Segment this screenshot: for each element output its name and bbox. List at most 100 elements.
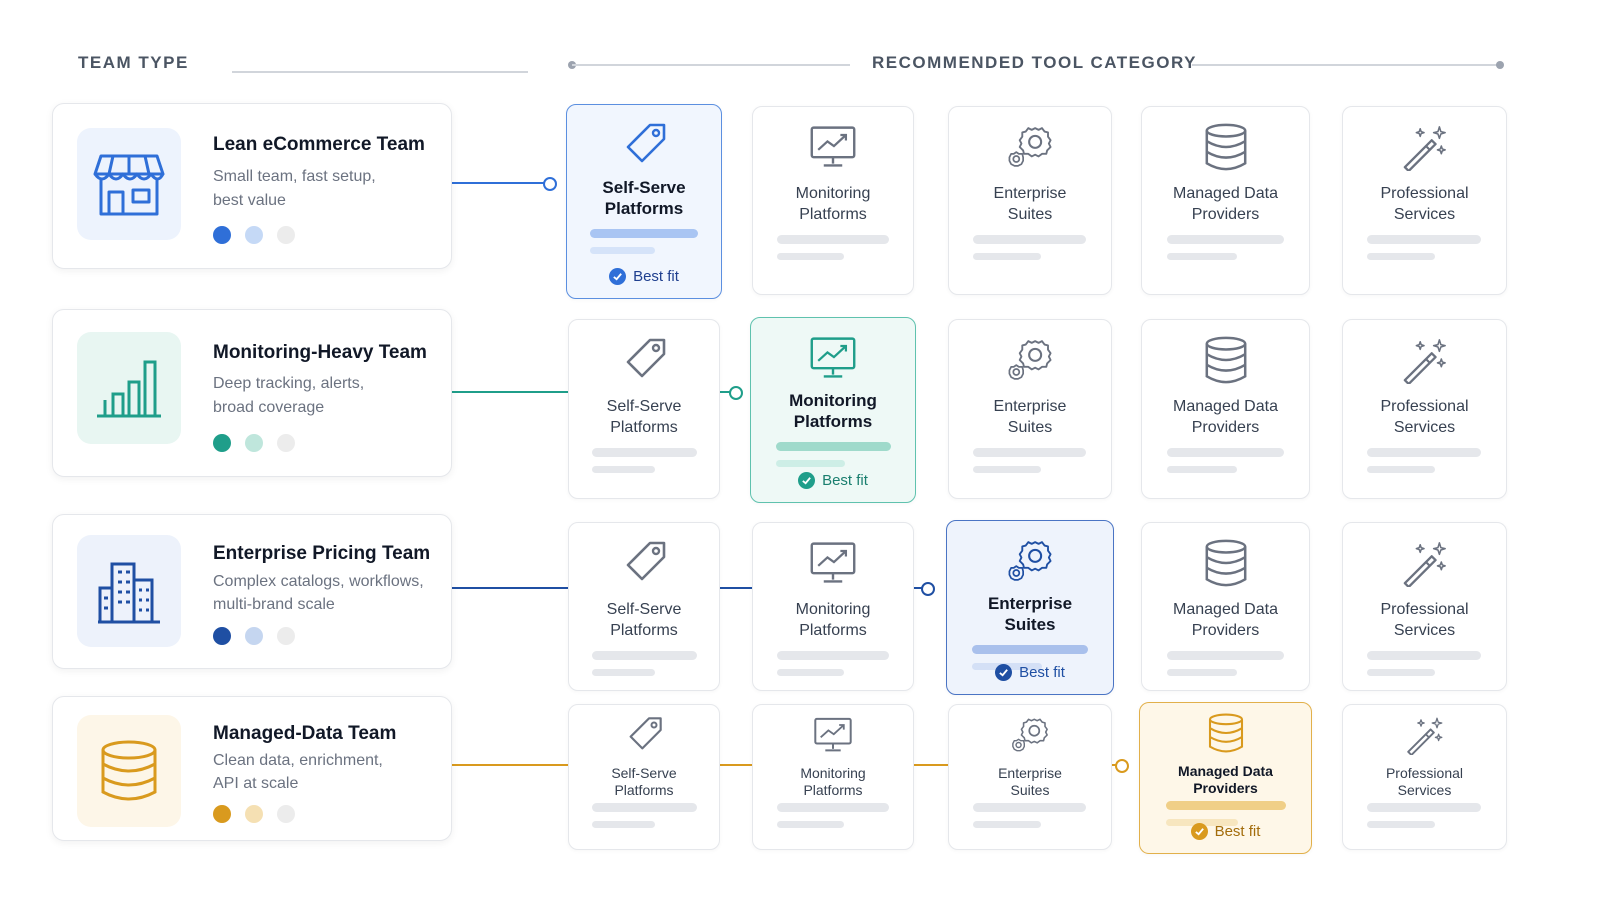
tool-card[interactable]: Enterprise Suites <box>948 704 1112 850</box>
tool-card[interactable]: Professional Services <box>1342 704 1507 850</box>
placeholder-bar-short <box>776 460 845 467</box>
tool-category-divider-left <box>572 64 850 66</box>
placeholder-bar <box>592 803 697 812</box>
team-description: Complex catalogs, workflows, multi-brand… <box>213 573 424 613</box>
placeholder-bar-short <box>1367 466 1435 473</box>
magic-wand-icon <box>1343 715 1506 755</box>
placeholder-bar <box>1167 651 1284 660</box>
fit-indicator-dots <box>213 805 295 823</box>
tool-card[interactable]: Enterprise Suites <box>948 319 1112 499</box>
placeholder-bar <box>973 448 1086 457</box>
monitor-chart-icon <box>753 715 913 755</box>
placeholder-bar-short <box>1167 466 1237 473</box>
tool-card[interactable]: Monitoring Platforms <box>752 106 914 295</box>
tool-category-label: Professional Services <box>1380 185 1469 223</box>
tool-card[interactable]: Self-Serve Platforms <box>568 522 720 691</box>
placeholder-bar-short <box>973 253 1041 260</box>
placeholder-bar <box>972 645 1088 654</box>
team-card-monitoring-heavy[interactable]: Monitoring-Heavy Team Deep tracking, ale… <box>52 309 452 477</box>
best-fit-badge: Best fit <box>751 472 915 489</box>
tool-card[interactable]: Self-Serve Platforms <box>568 704 720 850</box>
gears-icon <box>949 336 1111 384</box>
monitor-chart-icon <box>753 539 913 587</box>
placeholder-bar-short <box>777 821 844 828</box>
placeholder-bar-short <box>777 253 844 260</box>
tool-card[interactable]: Professional Services <box>1342 319 1507 499</box>
best-fit-badge: Best fit <box>567 268 721 285</box>
team-title: Monitoring-Heavy Team <box>213 342 427 363</box>
tool-category-label: Monitoring Platforms <box>789 391 877 431</box>
tool-category-label: Professional Services <box>1380 601 1469 639</box>
tool-card[interactable]: Monitoring Platforms <box>752 522 914 691</box>
tool-category-label: Professional Services <box>1380 398 1469 436</box>
team-description: Small team, fast setup, best value <box>213 168 376 209</box>
check-circle-icon <box>609 268 627 285</box>
tool-category-label: Self-Serve Platforms <box>606 398 682 436</box>
gears-icon <box>949 715 1111 755</box>
best-fit-badge: Best fit <box>1140 823 1311 840</box>
check-circle-icon <box>995 664 1013 681</box>
placeholder-bar-short <box>1167 253 1237 260</box>
connector-end-managed <box>1115 759 1129 773</box>
tool-category-label: Self-Serve Platforms <box>606 601 682 639</box>
magic-wand-icon <box>1343 336 1506 384</box>
tool-category-divider-right <box>1192 64 1500 66</box>
tool-category-label: Managed Data Providers <box>1173 398 1278 436</box>
check-circle-icon <box>798 472 816 489</box>
tool-card[interactable]: Managed Data Providers <box>1141 319 1310 499</box>
placeholder-bar <box>592 448 697 457</box>
placeholder-bar <box>592 651 697 660</box>
team-type-header: TEAM TYPE <box>78 53 189 72</box>
tool-category-label: Self-Serve Platforms <box>611 765 677 798</box>
placeholder-bar-short <box>1367 821 1435 828</box>
monitor-chart-icon <box>753 123 913 171</box>
team-card-enterprise-pricing[interactable]: Enterprise Pricing Team Complex catalogs… <box>52 514 452 669</box>
best-fit-label: Best fit <box>822 472 868 489</box>
placeholder-bar <box>777 803 889 812</box>
placeholder-bar <box>1367 651 1481 660</box>
connector-end-enterprise <box>921 582 935 596</box>
placeholder-bar <box>590 229 698 238</box>
tool-category-label: Enterprise Suites <box>993 185 1067 223</box>
database-icon <box>1142 336 1309 384</box>
database-icon <box>1142 539 1309 587</box>
team-title: Lean eCommerce Team <box>213 134 425 155</box>
tool-card[interactable]: Monitoring Platforms <box>752 704 914 850</box>
tool-card[interactable]: Professional Services <box>1342 106 1507 295</box>
tool-category-label: Monitoring Platforms <box>795 601 871 639</box>
placeholder-bar <box>973 803 1086 812</box>
placeholder-bar-short <box>1167 669 1237 676</box>
price-tag-icon <box>569 336 719 384</box>
tool-card[interactable]: Professional Services <box>1342 522 1507 691</box>
fit-indicator-dots <box>213 226 295 244</box>
magic-wand-icon <box>1343 539 1506 587</box>
tool-card[interactable]: Managed Data Providers <box>1141 522 1310 691</box>
tool-card[interactable]: Managed Data Providers <box>1141 106 1310 295</box>
best-fit-badge: Best fit <box>947 664 1113 681</box>
header-line-end-dot <box>1496 61 1504 69</box>
team-description: Clean data, enrichment, API at scale <box>213 752 383 792</box>
price-tag-icon <box>569 539 719 587</box>
placeholder-bar <box>1367 448 1481 457</box>
team-card-lean-ecommerce[interactable]: Lean eCommerce Team Small team, fast set… <box>52 103 452 269</box>
team-card-managed-data[interactable]: Managed-Data Team Clean data, enrichment… <box>52 696 452 841</box>
placeholder-bar <box>777 235 889 244</box>
tool-category-label: Enterprise Suites <box>998 765 1062 798</box>
placeholder-bar <box>1367 803 1481 812</box>
tool-category-label: Monitoring Platforms <box>795 185 871 223</box>
office-building-icon <box>77 535 181 647</box>
fit-indicator-dots <box>213 434 295 452</box>
gears-icon <box>947 537 1113 585</box>
tool-category-label: Enterprise Suites <box>993 398 1067 436</box>
tool-card[interactable]: Self-Serve Platforms <box>568 319 720 499</box>
placeholder-bar-short <box>973 821 1041 828</box>
price-tag-icon <box>569 715 719 755</box>
placeholder-bar-short <box>973 466 1041 473</box>
connector-end-monitoring <box>729 386 743 400</box>
placeholder-bar-short <box>592 466 655 473</box>
tool-card[interactable]: Enterprise Suites <box>948 106 1112 295</box>
